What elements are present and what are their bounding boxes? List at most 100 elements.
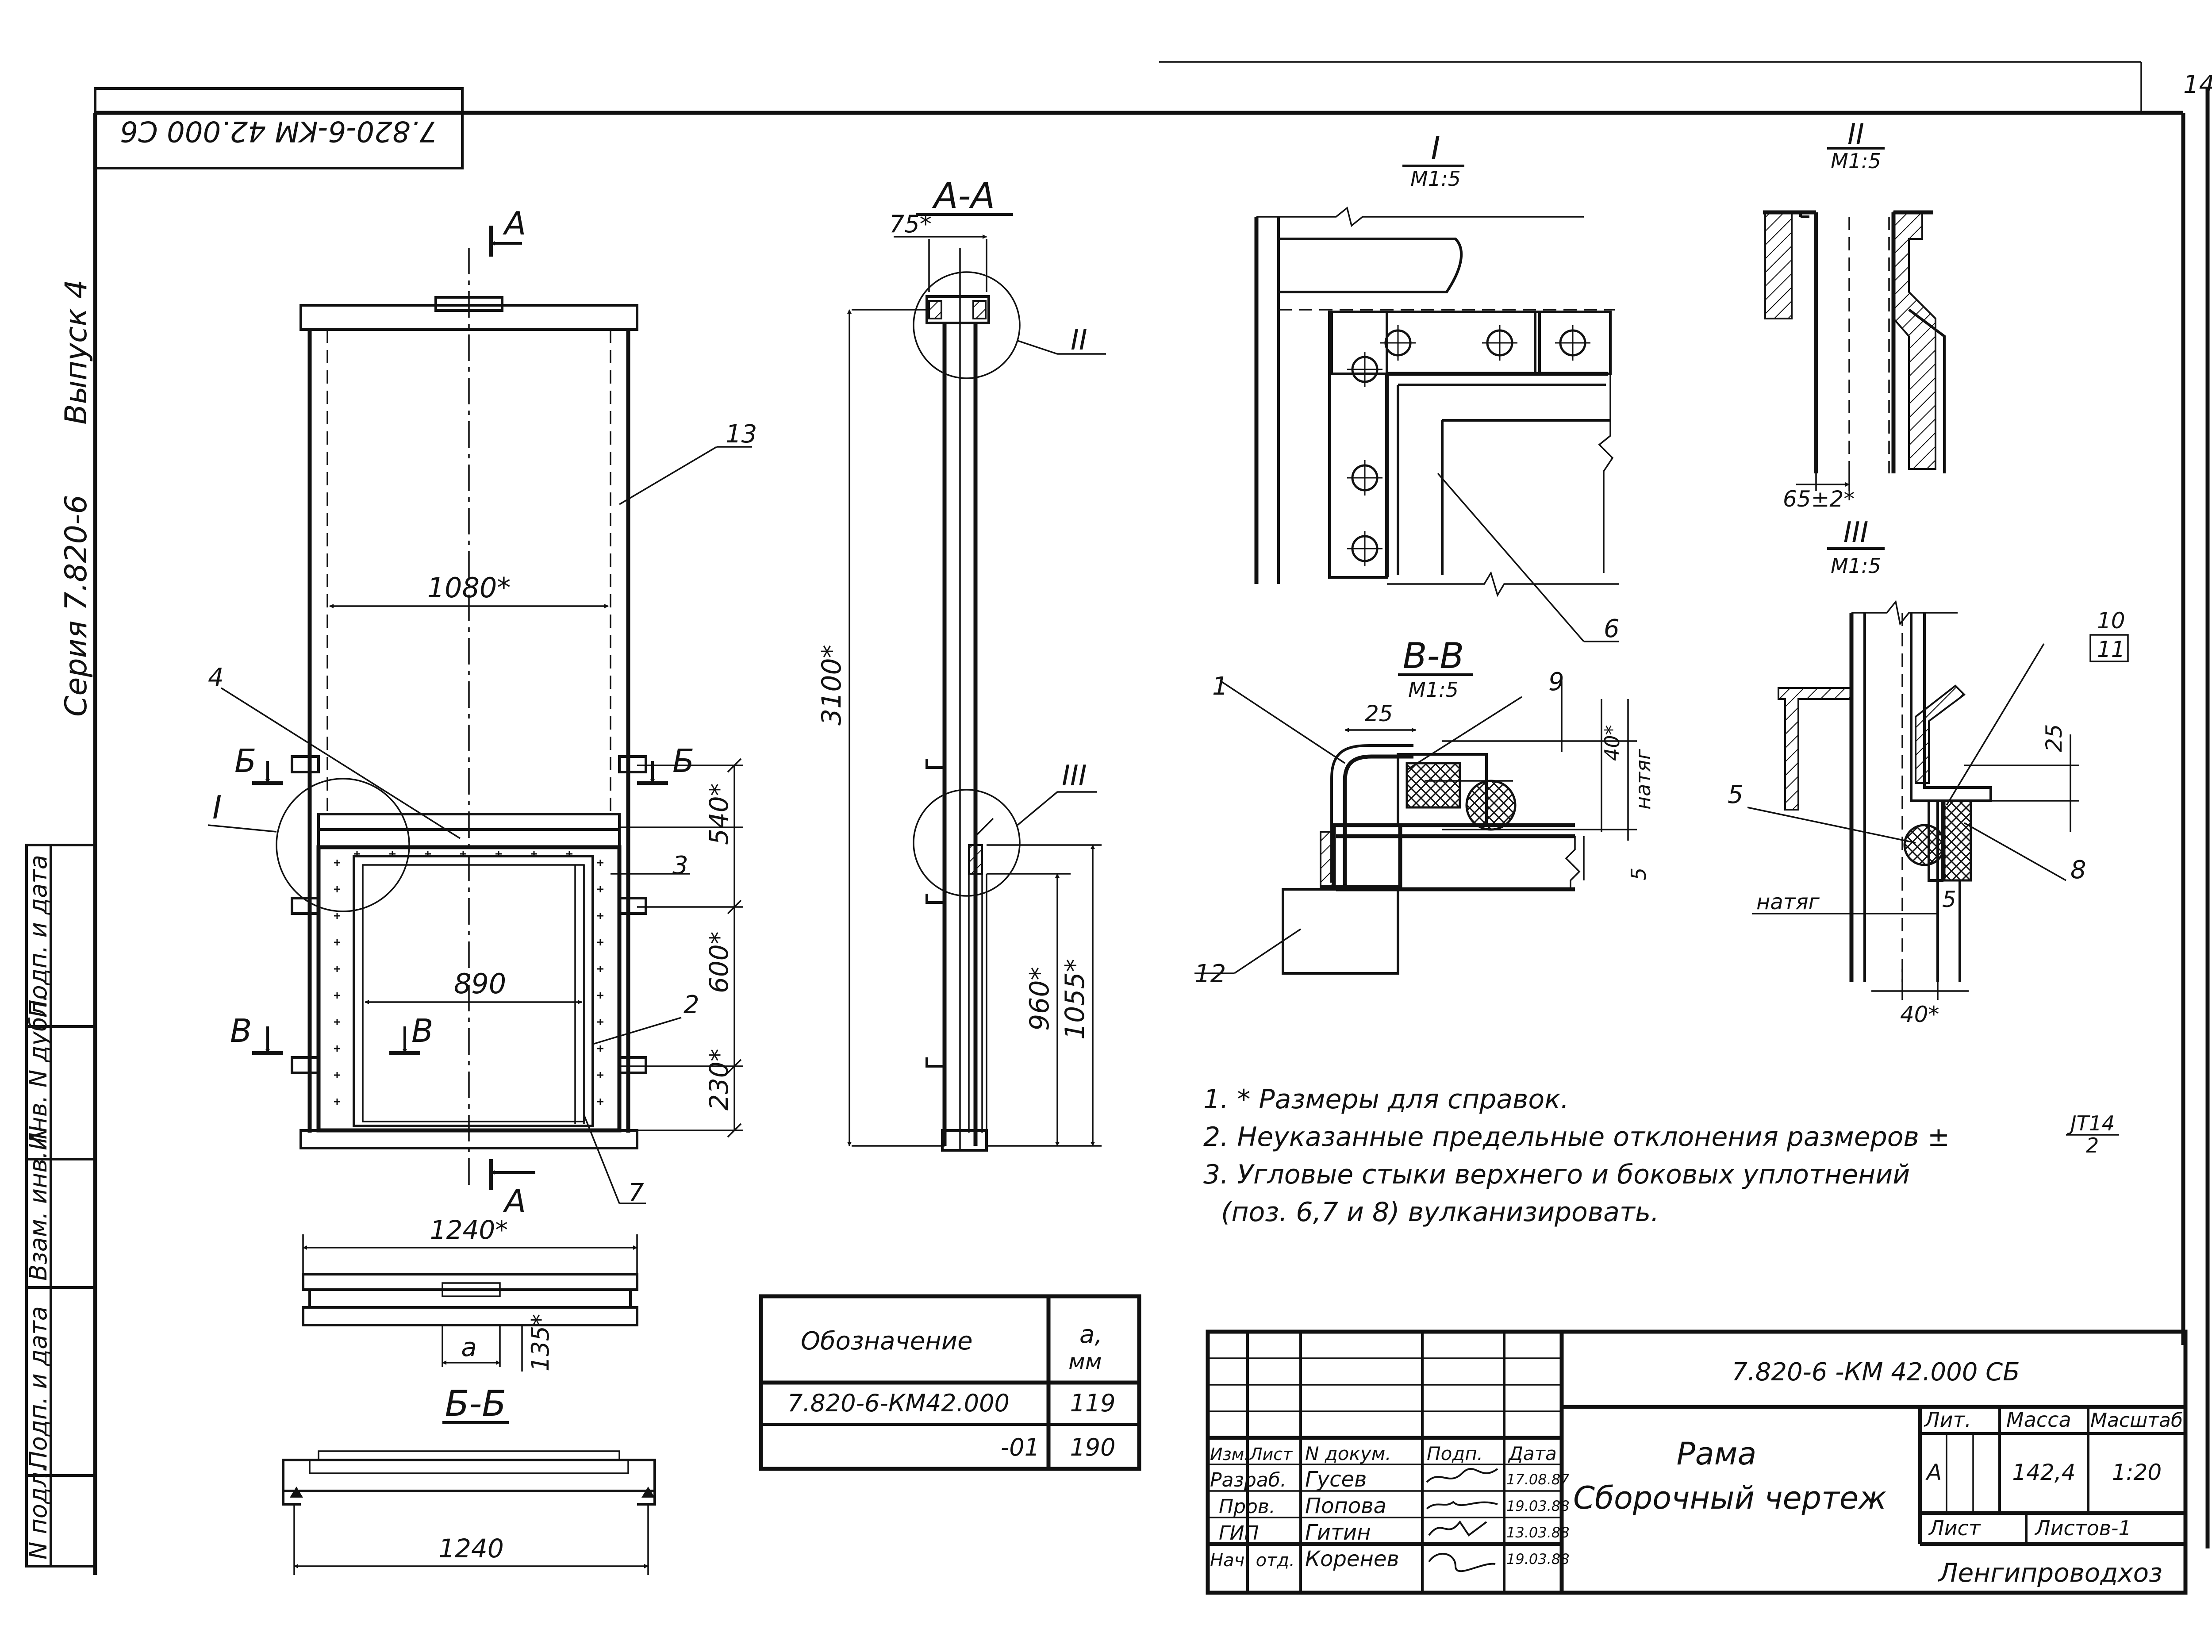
dim-540: 540* — [704, 783, 734, 845]
detail-2-view — [1763, 210, 1946, 491]
dim-600: 600* — [704, 931, 734, 993]
dim-25-iii: 25 — [2041, 724, 2067, 752]
tolerance-numerator: JT14 — [2067, 1111, 2115, 1135]
lit-value: А — [1925, 1460, 1942, 1485]
section-vv-title: В-В — [1403, 635, 1464, 676]
front-view — [291, 248, 647, 1186]
col-date: Дата — [1508, 1443, 1557, 1464]
note-3: 3. Угловые стыки верхнего и боковых упло… — [1203, 1159, 1910, 1190]
dim-a: a — [461, 1332, 477, 1362]
series-label: Серия 7.820-6 — [59, 495, 94, 717]
detail-1-scale: М1:5 — [1410, 167, 1461, 191]
date-checker: 19.03.88 — [1506, 1498, 1570, 1514]
side-label-sign-date-2: Подп. и дата — [24, 1306, 52, 1469]
role-checker: Пров. — [1219, 1495, 1275, 1518]
side-strip — [25, 844, 96, 1567]
col-doc: N докум. — [1305, 1443, 1391, 1464]
cut-b-right-label: Б — [672, 742, 694, 780]
sheet-number: 14 — [2183, 70, 2212, 99]
cut-a-bottom-label: А — [503, 1183, 526, 1220]
organization: Ленгипроводхоз — [1938, 1558, 2162, 1588]
dim-75: 75* — [889, 210, 932, 238]
callout-8: 8 — [2070, 856, 2086, 884]
title-line-2: Сборочный чертеж — [1573, 1480, 1886, 1516]
designation-table — [759, 1294, 1141, 1471]
document-code: 7.820-6 -КМ 42.000 СБ — [1732, 1358, 2020, 1387]
designation-row-2: -01 — [1001, 1433, 1040, 1461]
scale-value: 1:20 — [2112, 1460, 2162, 1485]
stamp-box: 7.820-6-KM 42.000 C6 — [94, 87, 464, 169]
side-label-replace-inv: Взам. инв. N — [24, 1126, 52, 1281]
title-block — [1206, 1329, 2188, 1595]
tolerance-denominator: 2 — [2086, 1133, 2099, 1157]
role-chief-engineer: ГИП — [1219, 1522, 1259, 1544]
sheets-label: Листов-1 — [2034, 1516, 2131, 1540]
a-value-row-2: 190 — [1070, 1433, 1115, 1461]
callout-2: 2 — [684, 991, 699, 1019]
dim-135: 135* — [526, 1314, 554, 1372]
dim-3100: 3100* — [816, 645, 847, 726]
natyag-iii: натяг — [1756, 890, 1820, 914]
section-aa-view — [847, 234, 1102, 1152]
detail-3-circle — [913, 789, 1021, 897]
dim-65: 65±2* — [1783, 486, 1855, 512]
side-label-original-inv: N подл. — [24, 1464, 52, 1560]
front-dimensions — [329, 604, 743, 1138]
dim-1055: 1055* — [1060, 959, 1091, 1040]
a-unit-header: мм — [1068, 1349, 1102, 1375]
cut-a-top-label: А — [503, 205, 526, 242]
detail-3-view — [1747, 599, 2079, 1000]
lit-label: Лит. — [1924, 1408, 1971, 1432]
cut-marker-v — [252, 1026, 420, 1055]
date-chief-engineer: 13.03.88 — [1506, 1524, 1570, 1541]
side-label-dup-inv: Инв. N дубл. — [24, 994, 52, 1150]
dim-1080: 1080* — [427, 572, 511, 604]
title-line-1: Рама — [1677, 1436, 1757, 1472]
detail-1-label: I — [212, 789, 222, 826]
dim-1240: 1240 — [438, 1533, 504, 1564]
detail-1-view — [1254, 206, 1619, 642]
callout-11-box — [2089, 634, 2129, 662]
note-1: 1. * Размеры для справок. — [1203, 1084, 1569, 1115]
dim-40-vv: 40* — [1600, 725, 1624, 761]
callout-9: 9 — [1548, 668, 1564, 696]
name-dept-head: Коренев — [1305, 1547, 1399, 1571]
detail-3-title: III — [1843, 516, 1869, 549]
a-value-row-1: 119 — [1070, 1389, 1115, 1417]
dim-230: 230* — [704, 1049, 734, 1110]
plan-view — [302, 1234, 638, 1372]
dim-890: 890 — [454, 968, 506, 1000]
date-dept-head: 19.03.88 — [1506, 1551, 1570, 1567]
stamp-code: 7.820-6-KM 42.000 C6 — [120, 115, 437, 147]
note-2: 2. Неуказанные предельные отклонения раз… — [1203, 1122, 1950, 1153]
detail-2-title: II — [1847, 118, 1864, 151]
callout-10: 10 — [2097, 608, 2125, 634]
role-dept-head: Нач. отд. — [1210, 1550, 1295, 1571]
mass-value: 142,4 — [2012, 1460, 2075, 1485]
dim-5-vv: 5 — [1627, 868, 1651, 880]
signatures — [1426, 1468, 1498, 1572]
section-vv-view — [1194, 680, 1637, 975]
side-label-sign-date-1: Подп. и дата — [24, 855, 52, 1018]
cut-marker-a — [489, 226, 535, 1190]
scale-label: Масштаб — [2090, 1409, 2183, 1432]
callout-6: 6 — [1604, 615, 1620, 643]
role-developer: Разраб. — [1210, 1469, 1286, 1491]
name-developer: Гусев — [1305, 1467, 1367, 1492]
mass-label: Масса — [2006, 1408, 2071, 1432]
section-aa-title: А-А — [932, 175, 995, 216]
notes: 1. * Размеры для справок. 2. Неуказанные… — [1203, 1084, 2119, 1228]
a-header: a, — [1079, 1320, 1102, 1349]
section-bb-view — [282, 1450, 656, 1575]
sheet-frame — [93, 61, 2210, 1575]
callout-3: 3 — [672, 851, 688, 880]
designation-row-1: 7.820-6-КМ42.000 — [787, 1389, 1010, 1417]
cut-v-right-label: В — [411, 1012, 433, 1049]
dim-40-iii: 40* — [1900, 1002, 1939, 1027]
name-checker: Попова — [1305, 1494, 1386, 1518]
detail-3-label-aa: III — [1062, 760, 1087, 792]
detail-3-scale: М1:5 — [1831, 554, 1881, 578]
callout-13: 13 — [726, 420, 757, 449]
callout-5-iii: 5 — [1728, 780, 1743, 809]
